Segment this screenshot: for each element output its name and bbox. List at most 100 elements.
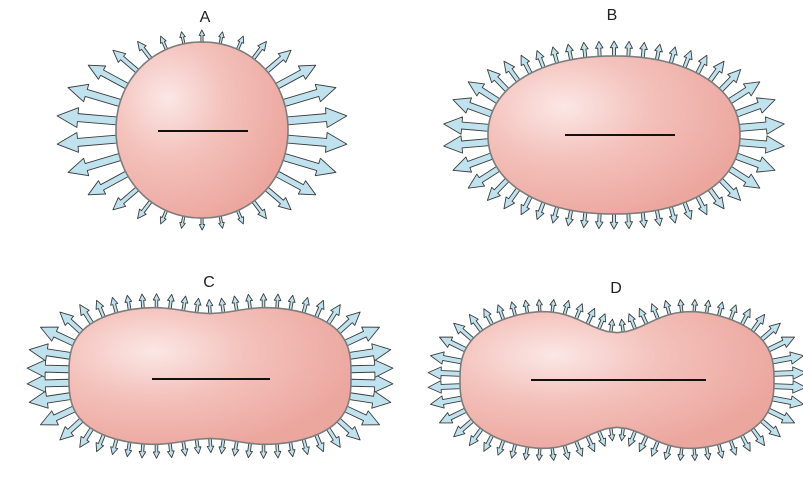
panel-d-force-arrow bbox=[639, 308, 648, 324]
panel-d-force-arrow bbox=[469, 314, 483, 332]
panel-c-force-arrow bbox=[27, 360, 69, 377]
panel-b-force-arrow bbox=[610, 214, 618, 229]
panel-c-force-arrow bbox=[260, 294, 267, 308]
panel-a-force-arrow bbox=[180, 216, 185, 228]
panel-d-force-arrow bbox=[692, 448, 698, 460]
panel-a-force-arrow bbox=[57, 108, 117, 128]
panel-c-force-arrow bbox=[345, 327, 380, 346]
panel-a-force-arrow bbox=[219, 32, 224, 44]
panel-d-force-arrow bbox=[664, 300, 671, 315]
panel-d-force-arrow bbox=[772, 396, 803, 408]
panel-d-force-arrow bbox=[664, 445, 671, 460]
panel-c-force-arrow bbox=[288, 295, 295, 310]
panel-b-force-arrow bbox=[683, 202, 692, 220]
panel-c-force-arrow bbox=[349, 391, 390, 408]
panel-c-label: C bbox=[203, 274, 215, 291]
panel-c-force-arrow bbox=[139, 294, 146, 308]
panel-b-force-arrow bbox=[453, 153, 493, 172]
panel-d-force-arrow bbox=[563, 300, 570, 315]
panel-d-force-arrow bbox=[439, 337, 466, 352]
panel-b-force-arrow bbox=[521, 55, 532, 74]
panel-a-force-arrow bbox=[265, 50, 291, 73]
panel-b-force-arrow bbox=[536, 202, 545, 220]
panel-c-cell-outline bbox=[69, 308, 351, 445]
panel-c-force-arrow bbox=[232, 441, 239, 456]
panel-b-force-arrow bbox=[696, 55, 707, 74]
panel-a-force-arrow bbox=[276, 65, 316, 89]
panel-d-force-arrow bbox=[454, 323, 474, 341]
panel-b-label: B bbox=[607, 7, 618, 24]
panel-b-force-arrow bbox=[504, 61, 520, 82]
panel-c-force-arrow bbox=[96, 434, 105, 451]
panel-d-force-arrow bbox=[741, 435, 751, 452]
panel-b-force-arrow bbox=[566, 210, 574, 226]
panel-d-force-arrow bbox=[575, 441, 583, 457]
panel-b-force-arrow bbox=[468, 82, 499, 104]
panel-c-force-arrow bbox=[351, 375, 393, 392]
panel-d-force-arrow bbox=[586, 436, 595, 452]
panel-a-force-arrow bbox=[276, 171, 316, 195]
panel-d-force-arrow bbox=[523, 447, 529, 460]
panel-a-force-arrow bbox=[68, 154, 121, 176]
panel-a-label: A bbox=[200, 9, 211, 26]
panel-b: B bbox=[444, 7, 785, 229]
panel-c: C bbox=[27, 274, 393, 458]
panel-d-force-arrow bbox=[609, 319, 615, 332]
panel-c-force-arrow bbox=[219, 298, 226, 313]
panel-c-force-arrow bbox=[206, 299, 213, 313]
panel-a-force-arrow bbox=[287, 133, 347, 153]
panel-d-force-arrow bbox=[597, 314, 605, 330]
panel-c-force-arrow bbox=[60, 418, 83, 440]
panel-a-force-arrow bbox=[199, 218, 205, 230]
panel-c-force-arrow bbox=[345, 406, 380, 425]
panel-a-force-arrow bbox=[113, 187, 139, 210]
panel-d-force-arrow bbox=[628, 431, 636, 447]
panel-c-force-arrow bbox=[80, 305, 94, 325]
panel-c-force-arrow bbox=[181, 441, 188, 456]
panel-b-force-arrow bbox=[708, 61, 724, 82]
panel-b-force-arrow bbox=[625, 214, 633, 229]
panel-c-force-arrow bbox=[302, 439, 309, 455]
panel-b-force-arrow bbox=[735, 98, 775, 117]
panel-a-force-arrow bbox=[236, 36, 243, 50]
panel-d-force-arrow bbox=[550, 300, 556, 313]
panel-c-force-arrow bbox=[207, 438, 214, 452]
panel-c-force-arrow bbox=[125, 295, 132, 310]
panel-d-force-arrow bbox=[729, 440, 737, 455]
panel-b-force-arrow bbox=[640, 42, 648, 57]
panel-b-force-arrow bbox=[655, 44, 663, 60]
panel-d-force-arrow bbox=[439, 408, 466, 423]
panel-b-force-arrow bbox=[581, 212, 589, 227]
panel-b-force-arrow bbox=[595, 214, 603, 229]
panel-d-force-arrow bbox=[510, 444, 517, 458]
panel-d-force-arrow bbox=[705, 300, 711, 313]
panel-b-force-arrow bbox=[739, 117, 784, 134]
panel-c-force-arrow bbox=[260, 444, 267, 458]
panel-a-force-arrow bbox=[287, 108, 347, 128]
panel-b-force-arrow bbox=[640, 212, 648, 227]
panel-b-force-arrow bbox=[728, 167, 759, 189]
panel-d-force-arrow bbox=[651, 441, 659, 457]
panel-d-force-arrow bbox=[768, 337, 795, 352]
panel-d-force-arrow bbox=[751, 314, 765, 332]
panel-d-force-arrow bbox=[430, 396, 461, 408]
panel-c-force-arrow bbox=[288, 442, 295, 457]
panel-b-force-arrow bbox=[683, 51, 692, 69]
panel-c-force-arrow bbox=[349, 344, 390, 361]
panel-b-force-arrow bbox=[551, 47, 559, 63]
panel-d-force-arrow bbox=[705, 447, 711, 460]
panel-b-force-arrow bbox=[444, 136, 489, 153]
panel-d-force-arrow bbox=[751, 428, 765, 446]
panel-c-force-arrow bbox=[274, 294, 281, 308]
panel-b-force-arrow bbox=[728, 82, 759, 104]
panel-d-force-arrow bbox=[469, 428, 483, 446]
panel-c-force-arrow bbox=[194, 298, 201, 313]
panel-b-force-arrow bbox=[655, 210, 663, 226]
panel-c-force-arrow bbox=[194, 439, 201, 454]
panel-b-force-arrow bbox=[521, 196, 532, 215]
panel-c-force-arrow bbox=[327, 305, 341, 325]
panel-b-force-arrow bbox=[595, 41, 603, 56]
panel-c-force-arrow bbox=[96, 300, 105, 317]
panel-c-force-arrow bbox=[29, 344, 70, 361]
